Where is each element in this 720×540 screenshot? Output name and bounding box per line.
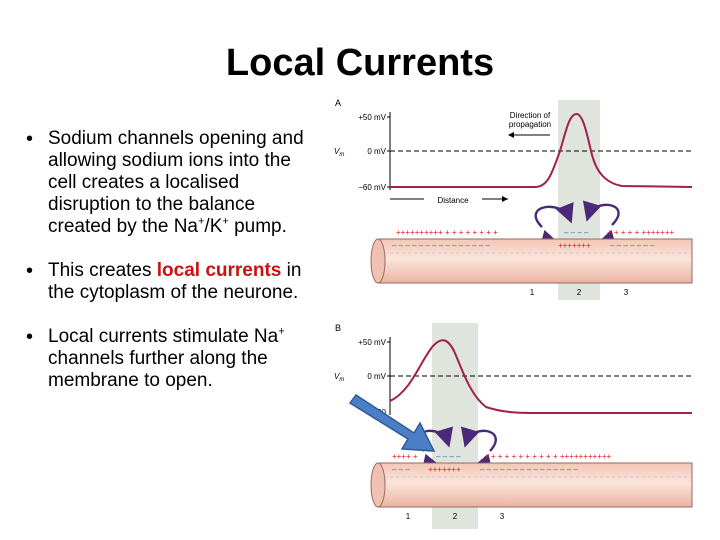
panel-a: A +50 mV 0 mV −60 mV Vm Direction of pro…	[334, 98, 693, 300]
slide-title: Local Currents	[225, 42, 495, 84]
highlighted-term: local currents	[156, 260, 282, 281]
bullet-text: Local currents stimulate Na	[48, 326, 279, 347]
position-label: 2	[453, 512, 458, 521]
axon	[377, 238, 693, 284]
y-tick-label: 0 mV	[367, 372, 386, 381]
bullet-item: Local currents stimulate Na+ channels fu…	[22, 326, 322, 392]
negative-charges: – – – – – – – – – – – – – – –	[480, 465, 578, 474]
axon-end	[370, 462, 386, 508]
direction-label: propagation	[509, 120, 551, 129]
positive-charges: ++++++++++ + + + + + + + +	[396, 228, 498, 237]
bullet-text: This creates	[48, 260, 157, 281]
positive-charges: + + + + + +++++++	[607, 228, 675, 237]
distance-label: Distance	[437, 196, 469, 205]
negative-charges: – – – – – – –	[610, 241, 655, 250]
current-arrow	[582, 200, 620, 226]
positive-charges: +++++++	[428, 465, 461, 474]
negative-charges: – – –	[392, 465, 410, 474]
position-label: 1	[530, 288, 535, 297]
positive-charges: +++++++	[558, 241, 591, 250]
panel-label: A	[335, 98, 341, 108]
axon-end	[370, 238, 386, 284]
current-arrow	[534, 202, 574, 228]
panel-label: B	[335, 323, 341, 333]
position-label: 1	[406, 512, 411, 521]
bullet-text: channels further along the membrane to o…	[48, 348, 268, 391]
position-label: 2	[577, 288, 582, 297]
bullet-item: Sodium channels opening and allowing sod…	[22, 128, 322, 238]
position-label: 3	[624, 288, 629, 297]
bullet-item: This creates local currents in the cytop…	[22, 260, 322, 304]
y-tick-label: 0 mV	[367, 147, 386, 156]
panel-b: B +50 mV 0 mV −60 Vm ++++ + – – – – + + …	[334, 323, 693, 529]
action-potential-curve	[390, 113, 693, 188]
superscript: +	[278, 325, 285, 338]
action-potential-curve	[389, 339, 692, 414]
positive-charges: + + + + + + + + + + + +++++++++++	[484, 452, 612, 461]
superscript: +	[197, 215, 205, 228]
bullet-text: pump.	[228, 216, 287, 237]
bullet-text: in the cytoplasm of the neurone.	[48, 260, 302, 303]
bullet-list: Sodium channels opening and allowing sod…	[22, 128, 322, 414]
superscript: +	[222, 215, 229, 228]
negative-charges: – – – –	[436, 452, 461, 461]
position-label: 3	[500, 512, 505, 521]
bullet-text: Sodium channels opening and allowing sod…	[48, 128, 304, 237]
direction-label: Direction of	[510, 111, 551, 120]
positive-charges: ++++ +	[392, 452, 418, 461]
pointer-arrow	[348, 393, 436, 452]
negative-charges: – – – –	[564, 228, 589, 237]
y-tick-label: −60 mV	[358, 183, 386, 192]
y-axis-label: Vm	[334, 147, 344, 158]
action-potential-figure: A +50 mV 0 mV −60 mV Vm Direction of pro…	[334, 98, 693, 529]
y-tick-label: +50 mV	[358, 338, 386, 347]
negative-charges: – – – – – – – – – – – – – – –	[392, 241, 490, 250]
current-arrow	[460, 426, 497, 452]
y-axis-label: Vm	[334, 372, 344, 383]
axon	[377, 462, 693, 508]
y-tick-label: +50 mV	[358, 113, 386, 122]
bullet-text: /K	[204, 216, 223, 237]
